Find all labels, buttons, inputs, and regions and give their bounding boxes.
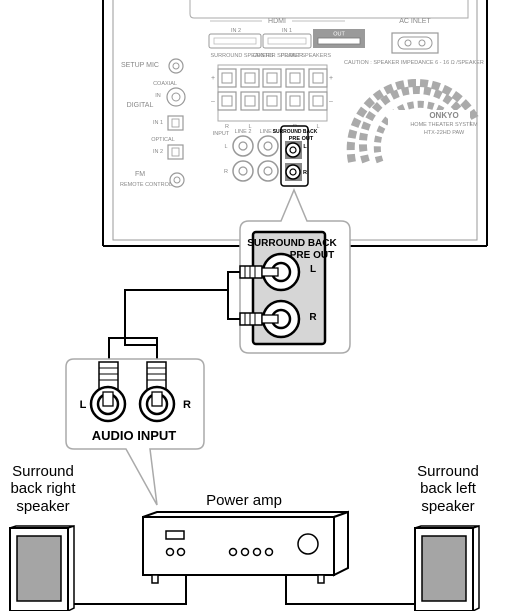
svg-text:R: R [224,169,228,175]
left-speaker-label-line3: speaker [421,497,475,515]
svg-text:R: R [225,124,229,130]
amp-display [165,530,185,540]
analog-inputs: INPUT LINE 2 LINE 1 L R [213,129,279,182]
speaker-terminal-screw [312,95,324,107]
setup-label: SETUP MIC [121,62,159,69]
left-side-jacks: SETUP MIC COAXIAL IN DIGITAL IN 1 OPTICA… [120,58,186,188]
surround-back-left-speaker [414,524,480,611]
surround-back-right-speaker [9,524,75,611]
hdmi-section: HDMI IN 2 IN 1 OUT [208,18,365,49]
svg-text:+: + [329,75,333,82]
digital-label: DIGITAL [127,102,154,109]
terminal-grid [217,68,328,111]
svg-text:–: – [329,98,333,105]
optical-label: OPTICAL [151,137,175,143]
brand-label: ONKYO [429,111,458,120]
right-speaker-label-line2: back right [10,480,76,498]
speaker-terminal [308,91,328,111]
speaker-terminal-screw [266,72,278,84]
speaker-terminal [262,68,282,88]
pre-out-callout: SURROUND BACK PRE OUT L R [239,188,351,354]
remote-label: REMOTE CONTROL [120,182,172,188]
panel-top-recess [189,0,469,19]
callout-pre-out: PRE OUT [290,250,334,261]
line1-label: LINE 1 [260,129,277,135]
fan-vent: ONKYO HOME THEATER SYSTEM HTX-22HD PAW [346,78,480,164]
rca-plug-r [239,312,279,326]
optical-in1-label: IN 1 [153,120,163,126]
power-amp-label: Power amp [206,492,282,509]
right-speaker-label-line1: Surround [12,463,74,480]
speaker-terminal [217,68,237,88]
hdmi-label: HDMI [268,18,286,25]
callout-l: L [310,264,316,275]
pre-out-small-label: PRE OUT [289,136,314,142]
speaker-terminal-screw [221,95,233,107]
svg-text:L: L [248,124,251,130]
coaxial-label: COAXIAL [153,81,177,87]
optical-in2-label: IN 2 [153,149,163,155]
speaker-terminal [217,91,237,111]
left-speaker-label: Surround back left speaker [405,463,491,515]
model-line-label: HOME THEATER SYSTEM [410,122,478,128]
left-speaker-label-line1: Surround [417,463,479,480]
ac-inlet-label: AC INLET [399,18,431,25]
speaker-terminal-screw [221,72,233,84]
left-speaker-label-line2: back left [420,480,476,498]
pre-out-small-r: R [303,170,307,176]
speaker-terminal-screw [244,95,256,107]
speaker-terminal-screw [244,72,256,84]
audio-input-callout: L R AUDIO INPUT [65,358,205,506]
right-speaker-label-line3: speaker [16,497,70,515]
callout-r: R [309,312,317,323]
pre-out-small-l: L [303,144,307,150]
center-speaker-label: CENTER SPEAKER [253,53,303,59]
audio-input-label: AUDIO INPUT [92,428,177,443]
power-amp [142,510,349,584]
speaker-terminal [308,68,328,88]
hdmi-in1-label: IN 1 [282,28,292,34]
front-speakers-label: FRONT SPEAKERS [281,53,331,59]
coaxial-in-label: IN [155,93,161,99]
input-label: INPUT [213,131,230,137]
hdmi-in2-port [208,33,262,49]
rca-plug-l [239,265,279,279]
svg-text:L: L [316,124,319,130]
caution-label: CAUTION : SPEAKER IMPEDANCE 6 - 16 Ω /SP… [344,60,484,66]
right-speaker-label: Surround back right speaker [0,463,86,515]
audio-input-r-label: R [183,399,191,411]
hdmi-in1-port [262,33,312,49]
svg-text:L: L [224,144,227,150]
speaker-terminal [285,91,305,111]
speaker-terminals: SURROUND SPEAKERS CENTER SPEAKER FRONT S… [211,53,484,130]
hdmi-in2-label: IN 2 [231,28,241,34]
speaker-cables [68,575,415,605]
speaker-terminal-screw [289,72,301,84]
rca-cable [108,271,240,362]
speaker-terminal-screw [266,95,278,107]
speaker-terminal [262,91,282,111]
pre-out-small: SURROUND BACK PRE OUT L R [273,125,318,187]
volume-knob [297,533,319,555]
line2-label: LINE 2 [235,129,252,135]
ac-inlet: AC INLET [391,18,439,54]
svg-text:+: + [211,75,215,82]
speaker-terminal-screw [312,72,324,84]
speaker-grille-left [421,535,467,602]
surround-back-small-label: SURROUND BACK [273,129,318,135]
surround-speakers-label: SURROUND SPEAKERS [211,53,274,59]
hdmi-out-label: OUT [333,32,345,38]
fm-label: FM [135,171,145,178]
speaker-terminal [240,91,260,111]
svg-text:–: – [211,98,215,105]
audio-input-l-label: L [80,399,87,411]
speaker-grille-right [16,535,62,602]
receiver-rear-panel: HDMI IN 2 IN 1 OUT AC INLET SURROUND SPE… [102,0,488,247]
model-label: HTX-22HD PAW [424,130,465,136]
speaker-terminal [240,68,260,88]
speaker-terminal [285,68,305,88]
speaker-terminal-screw [289,95,301,107]
callout-surround-back: SURROUND BACK [247,238,337,249]
